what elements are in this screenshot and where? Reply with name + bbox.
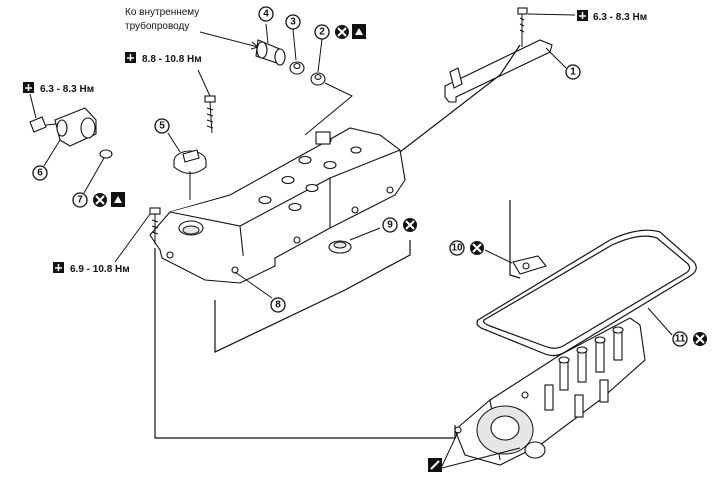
oil-can-icon-2 [352, 24, 366, 39]
svg-text:1: 1 [570, 67, 576, 78]
note-leader [199, 31, 259, 48]
sealant-leader-2 [441, 447, 521, 469]
callout-10: 10 [449, 240, 465, 256]
part-11-gasket [476, 229, 697, 357]
torque-icon-2 [125, 52, 136, 63]
svg-text:8: 8 [275, 300, 281, 311]
replace-icon-10 [470, 241, 484, 255]
svg-text:3: 3 [290, 17, 296, 28]
part-1-bracket [444, 39, 567, 103]
svg-text:10: 10 [451, 243, 463, 254]
sealant-leader-1 [441, 431, 459, 467]
bolt-cover-side [114, 207, 161, 263]
torque-icon-4 [53, 262, 64, 273]
callout-5: 5 [154, 118, 170, 134]
connection-frame-middle [214, 240, 411, 353]
callout-6: 6 [32, 165, 48, 181]
part-6-sensor [29, 107, 97, 167]
note-line-1: Ко внутреннему [125, 7, 199, 18]
replace-icon-7 [93, 193, 107, 207]
part-5-oil-filler-cap [167, 132, 207, 175]
torque-2: 8.8 - 10.8 Нм [142, 54, 202, 65]
part-4-fitting [255, 23, 286, 66]
note-line-2: трубопроводу [125, 20, 189, 32]
callout-8: 8 [270, 297, 286, 313]
torque-1: 6.3 - 8.3 Нм [593, 12, 647, 23]
callout-9: 9 [382, 217, 398, 233]
connection-frame-right [509, 200, 521, 279]
callout-1: 1 [565, 64, 581, 80]
part-10-gasket-piece [512, 255, 547, 275]
cylinder-head [454, 317, 646, 466]
callout-3: 3 [285, 14, 301, 30]
part-3-grommet [289, 28, 305, 75]
callout-7: 7 [72, 192, 88, 208]
bolt-cover-top [197, 69, 216, 134]
part-9-seal [328, 227, 381, 254]
replace-icon-9 [403, 218, 417, 232]
svg-text:5: 5 [159, 121, 165, 132]
bolt-1 [517, 7, 528, 47]
torque-icon-1 [577, 10, 588, 21]
part-8-valve-cover [149, 127, 406, 299]
torque-4: 6.9 - 10.8 Нм [70, 264, 130, 275]
svg-text:11: 11 [675, 334, 686, 345]
sealant-icon [428, 458, 442, 472]
callout-4: 4 [258, 6, 274, 22]
svg-text:6: 6 [37, 168, 43, 179]
svg-text:4: 4 [263, 9, 269, 20]
torque-3: 6.3 - 8.3 Нм [40, 84, 94, 95]
leader-2-cover [304, 82, 353, 136]
callout-2: 2 [314, 24, 330, 40]
callout-11: 11 [672, 331, 688, 347]
torque-icon-3 [23, 82, 34, 93]
svg-text:7: 7 [77, 195, 83, 206]
part-2-seal [310, 38, 326, 86]
replace-icon-2 [335, 25, 349, 39]
svg-text:2: 2 [319, 27, 325, 38]
svg-text:9: 9 [387, 220, 393, 231]
part-7-o-ring [83, 149, 113, 194]
oil-can-icon-7 [111, 192, 125, 207]
replace-icon-11 [693, 332, 707, 346]
